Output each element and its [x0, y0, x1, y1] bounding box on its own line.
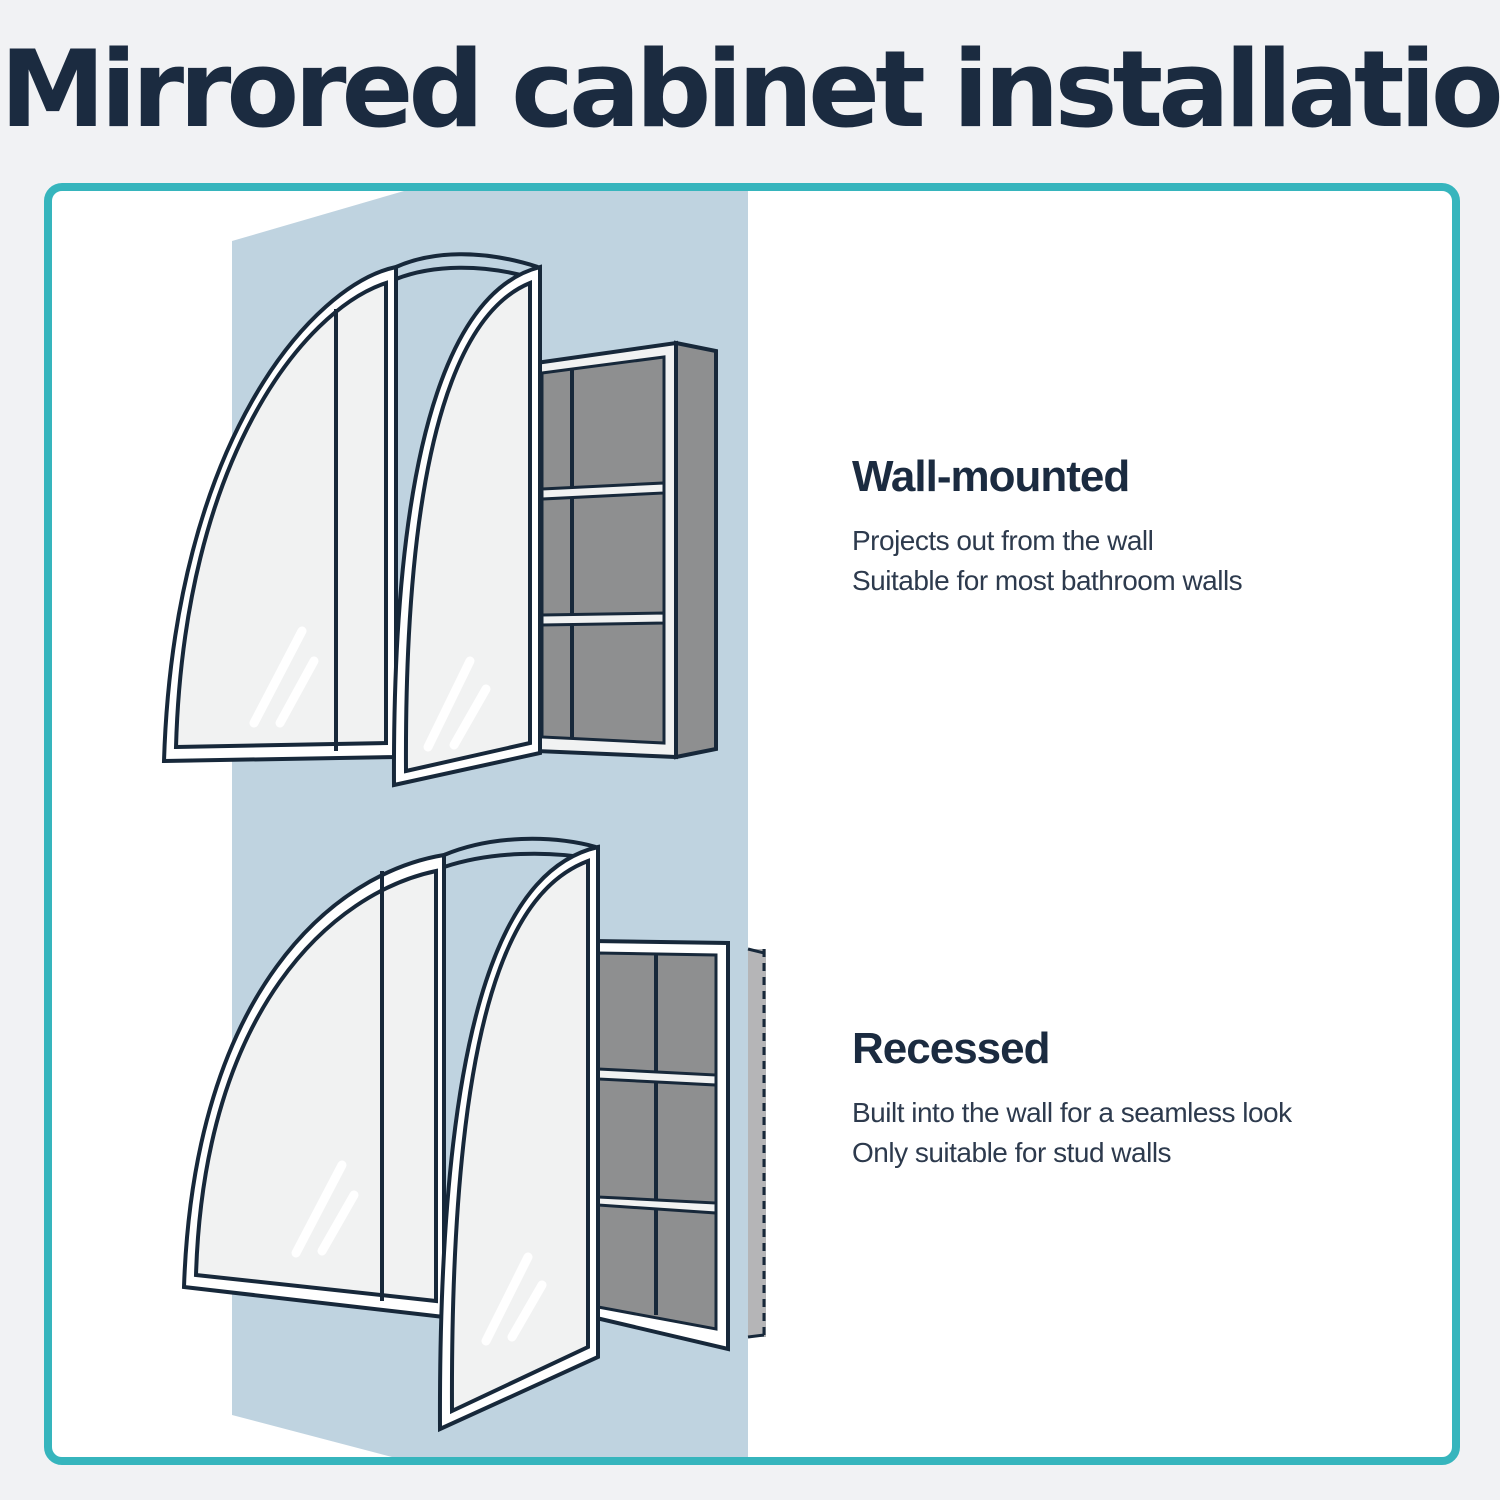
page-title: Mirrored cabinet installation: [0, 28, 1500, 151]
mirror-reflection: [507, 1280, 547, 1342]
mirror-reflection: [249, 626, 307, 728]
mirror-reflection: [423, 656, 475, 752]
option-description: Suitable for most bathroom walls: [852, 565, 1243, 596]
mirror-reflection: [317, 1190, 359, 1256]
mirror-reflection: [275, 656, 319, 728]
option-description: Built into the wall for a seamless look: [852, 1097, 1292, 1128]
cabinet-interior: [540, 355, 666, 745]
option-heading: Wall-mounted: [852, 452, 1130, 501]
option-heading: Recessed: [852, 1024, 1050, 1073]
wall-cut-edge: [748, 949, 766, 1337]
option-wall-mounted: Wall-mounted Projects out from the wall …: [852, 451, 1412, 601]
option-description: Only suitable for stud walls: [852, 1137, 1172, 1168]
cabinet-side-panel: [674, 340, 718, 760]
cabinet-illustration: [161, 191, 766, 1457]
illustration-panel: Wall-mounted Projects out from the wall …: [44, 183, 1460, 1465]
mirror-reflection: [449, 684, 491, 750]
mirror-reflection: [481, 1252, 533, 1346]
option-recessed: Recessed Built into the wall for a seaml…: [852, 1023, 1412, 1173]
option-description: Projects out from the wall: [852, 525, 1154, 556]
recessed-cabinet: [181, 836, 766, 1433]
wall-mounted-cabinet: [161, 252, 718, 788]
cabinet-shelf: [540, 611, 666, 627]
mirror-reflection: [291, 1160, 347, 1258]
